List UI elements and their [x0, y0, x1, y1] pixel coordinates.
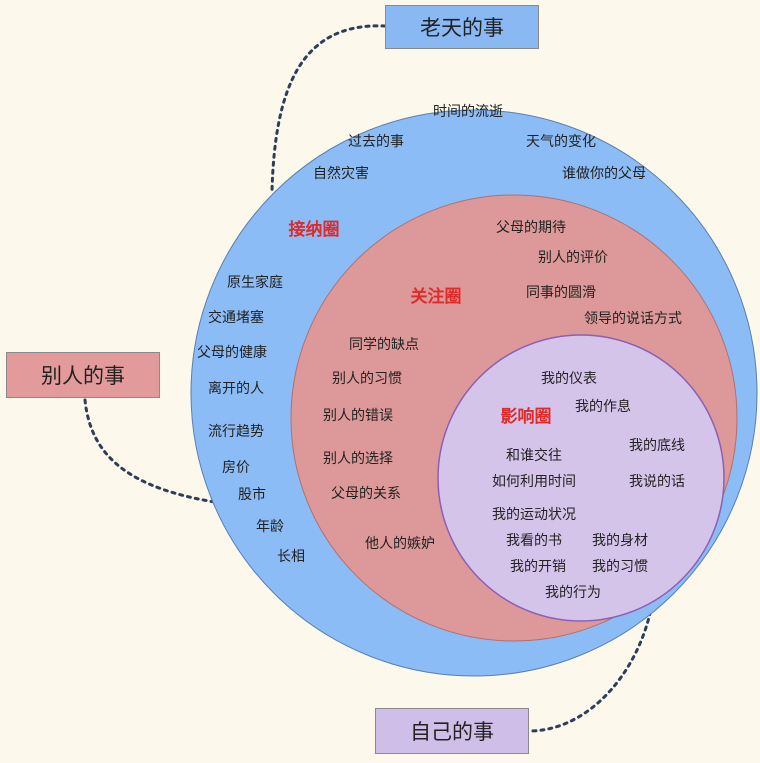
acceptance-item: 年龄: [256, 519, 284, 535]
callout-others: 别人的事: [6, 352, 160, 398]
acceptance-item: 长相: [277, 549, 305, 565]
acceptance-item: 离开的人: [208, 380, 264, 397]
acceptance-item: 天气的变化: [526, 134, 596, 150]
influence-item: 我的习惯: [592, 558, 648, 575]
concern-item: 领导的说话方式: [584, 311, 682, 327]
influence-item: 我的底线: [629, 438, 685, 454]
callout-heaven: 老天的事: [385, 5, 539, 49]
acceptance-item: 父母的健康: [197, 344, 267, 361]
concern-item: 父母的关系: [331, 486, 401, 502]
acceptance-item: 过去的事: [348, 134, 404, 150]
acceptance-item: 原生家庭: [227, 274, 283, 291]
acceptance-item: 房价: [222, 460, 250, 476]
influence-item: 如何利用时间: [492, 474, 576, 490]
concern-item: 别人的习惯: [332, 370, 402, 387]
influence-item: 我说的话: [629, 474, 685, 490]
influence-item: 我的仪表: [541, 371, 597, 387]
concern-item: 别人的评价: [538, 250, 608, 266]
concern-item: 别人的错误: [323, 408, 393, 424]
acceptance-title: 接纳圈: [289, 219, 340, 240]
influence-item: 我看的书: [506, 533, 562, 549]
acceptance-item: 自然灾害: [313, 165, 369, 182]
acceptance-item: 流行趋势: [208, 424, 264, 440]
concern-item: 同事的圆滑: [526, 284, 596, 301]
influence-item: 我的运动状况: [492, 507, 576, 523]
concern-item: 他人的嫉妒: [365, 536, 435, 552]
acceptance-item: 交通堵塞: [208, 309, 264, 326]
acceptance-item: 时间的流逝: [433, 104, 503, 120]
connector-heaven: [270, 24, 387, 192]
callout-self: 自己的事: [375, 708, 529, 754]
influence-item: 我的作息: [575, 398, 631, 415]
acceptance-item: 股市: [238, 486, 266, 503]
connector-self: [528, 570, 657, 733]
influence-circle: [437, 334, 725, 622]
influence-item: 我的行为: [545, 585, 601, 601]
acceptance-item: 谁做你的父母: [562, 166, 646, 182]
influence-item: 我的开销: [510, 559, 566, 575]
concern-title: 关注圈: [411, 286, 462, 307]
concern-item: 父母的期待: [496, 220, 566, 236]
influence-item: 和谁交往: [506, 447, 562, 464]
influence-item: 我的身材: [592, 533, 648, 549]
influence-title: 影响圈: [501, 406, 552, 427]
concern-item: 同学的缺点: [349, 337, 419, 353]
concern-item: 别人的选择: [323, 451, 393, 467]
